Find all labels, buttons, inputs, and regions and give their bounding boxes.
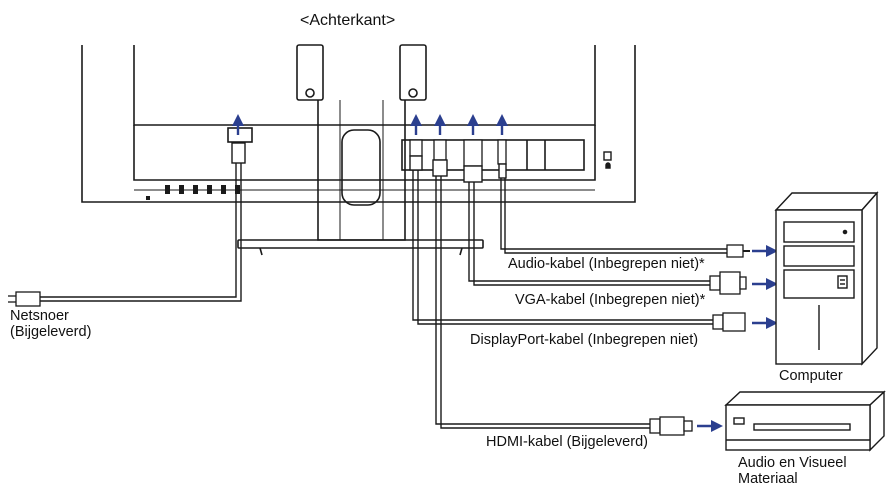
- power-cord-label-line2: (Bijgeleverd): [10, 324, 92, 340]
- av-equipment-label-line2: Materiaal: [738, 471, 798, 487]
- av-equipment-icon: [724, 390, 886, 452]
- vga-plug: [709, 271, 747, 295]
- av-equipment-label-line1: Audio en Visueel: [738, 455, 847, 471]
- monitor-buttons: [146, 185, 240, 200]
- computer-tower-icon: [774, 191, 879, 366]
- hdmi-cable-label: HDMI-kabel (Bijgeleverd): [486, 434, 648, 450]
- vga-cable-label: VGA-kabel (Inbegrepen niet)*: [515, 292, 706, 308]
- device-arrows: [697, 245, 778, 432]
- displayport-cable-label: DisplayPort-kabel (Inbegrepen niet): [470, 332, 699, 348]
- cables: [40, 142, 727, 429]
- power-plug: [8, 291, 41, 307]
- diagram-title: <Achterkant>: [300, 12, 396, 29]
- port-arrows: [232, 114, 508, 135]
- monitor-rear: [81, 44, 636, 256]
- monitor-ports: [409, 139, 507, 167]
- hdmi-plug: [649, 416, 693, 436]
- audio-cable-label: Audio-kabel (Inbegrepen niet)*: [508, 256, 705, 272]
- lock-slot-icon: [603, 151, 612, 169]
- computer-label: Computer: [779, 368, 843, 384]
- power-cord-label-line1: Netsnoer: [10, 308, 69, 324]
- displayport-plug: [712, 312, 746, 332]
- audio-plug: [726, 244, 750, 258]
